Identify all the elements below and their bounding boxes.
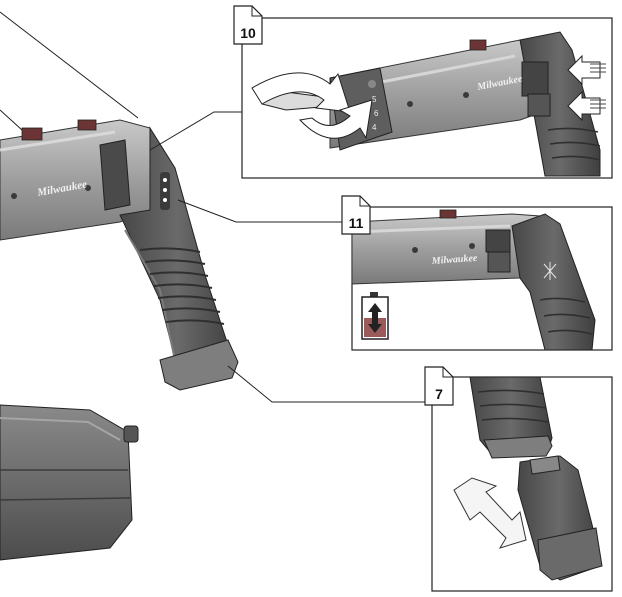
- battery-level-icon: [361, 292, 389, 340]
- figure-11-label: 11: [349, 215, 364, 231]
- figure-7-label: 7: [435, 386, 443, 402]
- figure-10-label: 10: [240, 25, 256, 41]
- charger: [0, 404, 139, 561]
- chuck-marking-1: 5: [372, 95, 377, 104]
- figure-11-panel: Milwaukee 11: [341, 195, 613, 351]
- chuck-marking-3: 4: [372, 123, 377, 132]
- snowflake-icon: [543, 262, 557, 280]
- fig11-brand-text: Milwaukee: [430, 253, 478, 267]
- figure-10-panel: 5 6 4 Milwaukee 10: [233, 5, 613, 179]
- figure-7-panel: 7: [424, 366, 613, 592]
- main-screwdriver: Milwaukee: [0, 119, 239, 391]
- leader-lines: [0, 11, 430, 403]
- push-arrow-icon: [567, 54, 601, 122]
- chuck-marking-2: 6: [374, 109, 379, 118]
